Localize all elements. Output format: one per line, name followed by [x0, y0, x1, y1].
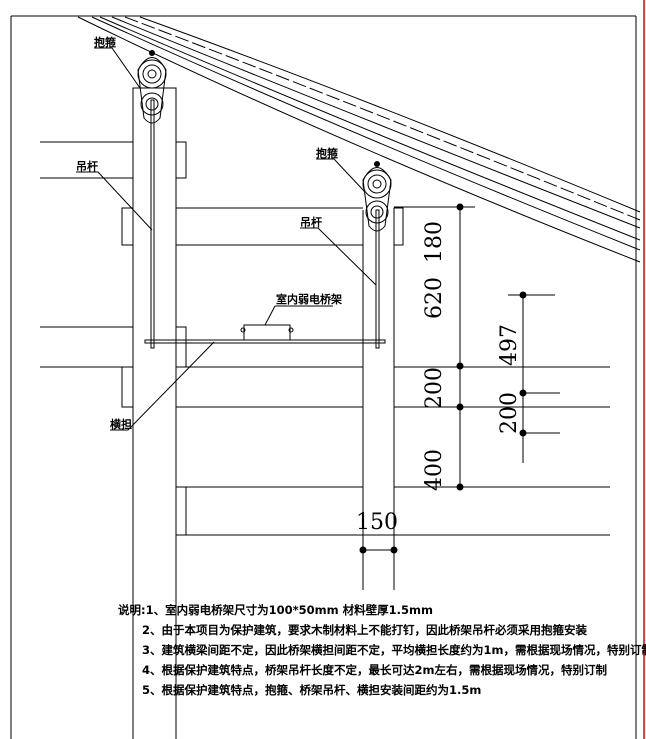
clamp-right [362, 161, 392, 232]
leaders [76, 47, 377, 431]
note-item: 4、根据保护建筑特点，桥架吊杆长度不定，最长可达2m左右，需根据现场情况，特别订… [142, 663, 607, 677]
dim-497: 497 [497, 324, 522, 366]
label-tray: 室内弱电桥架 [276, 292, 342, 306]
dim-180: 180 [422, 221, 447, 263]
label-crossarm: 横担 [110, 417, 132, 431]
notes-prefix: 说明: [118, 603, 146, 617]
dim-400: 400 [422, 449, 447, 491]
note-item: 2、由于本项目为保护建筑，要求木制材料上不能打钉，因此桥架吊杆必须采用抱箍安装 [142, 623, 587, 637]
dim-200-b: 200 [497, 392, 522, 434]
dim-200-a: 200 [422, 367, 447, 409]
beams [40, 141, 610, 536]
hanging-rods [150, 99, 380, 349]
label-rod-left: 吊杆 [76, 159, 98, 173]
cable-tray [240, 324, 294, 341]
label-clamp-right: 抱箍 [316, 146, 338, 160]
dimension-lines [359, 203, 560, 590]
dim-150: 150 [356, 510, 398, 535]
note-item: 5、根据保护建筑特点，抱箍、桥架吊杆、横担安装间距约为1.5m [142, 683, 482, 697]
label-rod-right: 吊杆 [300, 215, 322, 229]
clamp-left [137, 50, 167, 124]
label-clamp-left: 抱箍 [94, 35, 116, 49]
roof-curves [77, 16, 641, 263]
dim-620: 620 [422, 277, 447, 319]
drawing-frame [10, 0, 645, 739]
note-item: 1、室内弱电桥架尺寸为100*50mm 材料壁厚1.5mm [145, 603, 433, 617]
notes-block: 说明:1、室内弱电桥架尺寸为100*50mm 材料壁厚1.5mm 2、由于本项目… [118, 600, 646, 700]
note-item: 3、建筑横梁间距不定，因此桥架横担间距不定，平均横担长度约为1m，需根据现场情况… [142, 643, 646, 657]
